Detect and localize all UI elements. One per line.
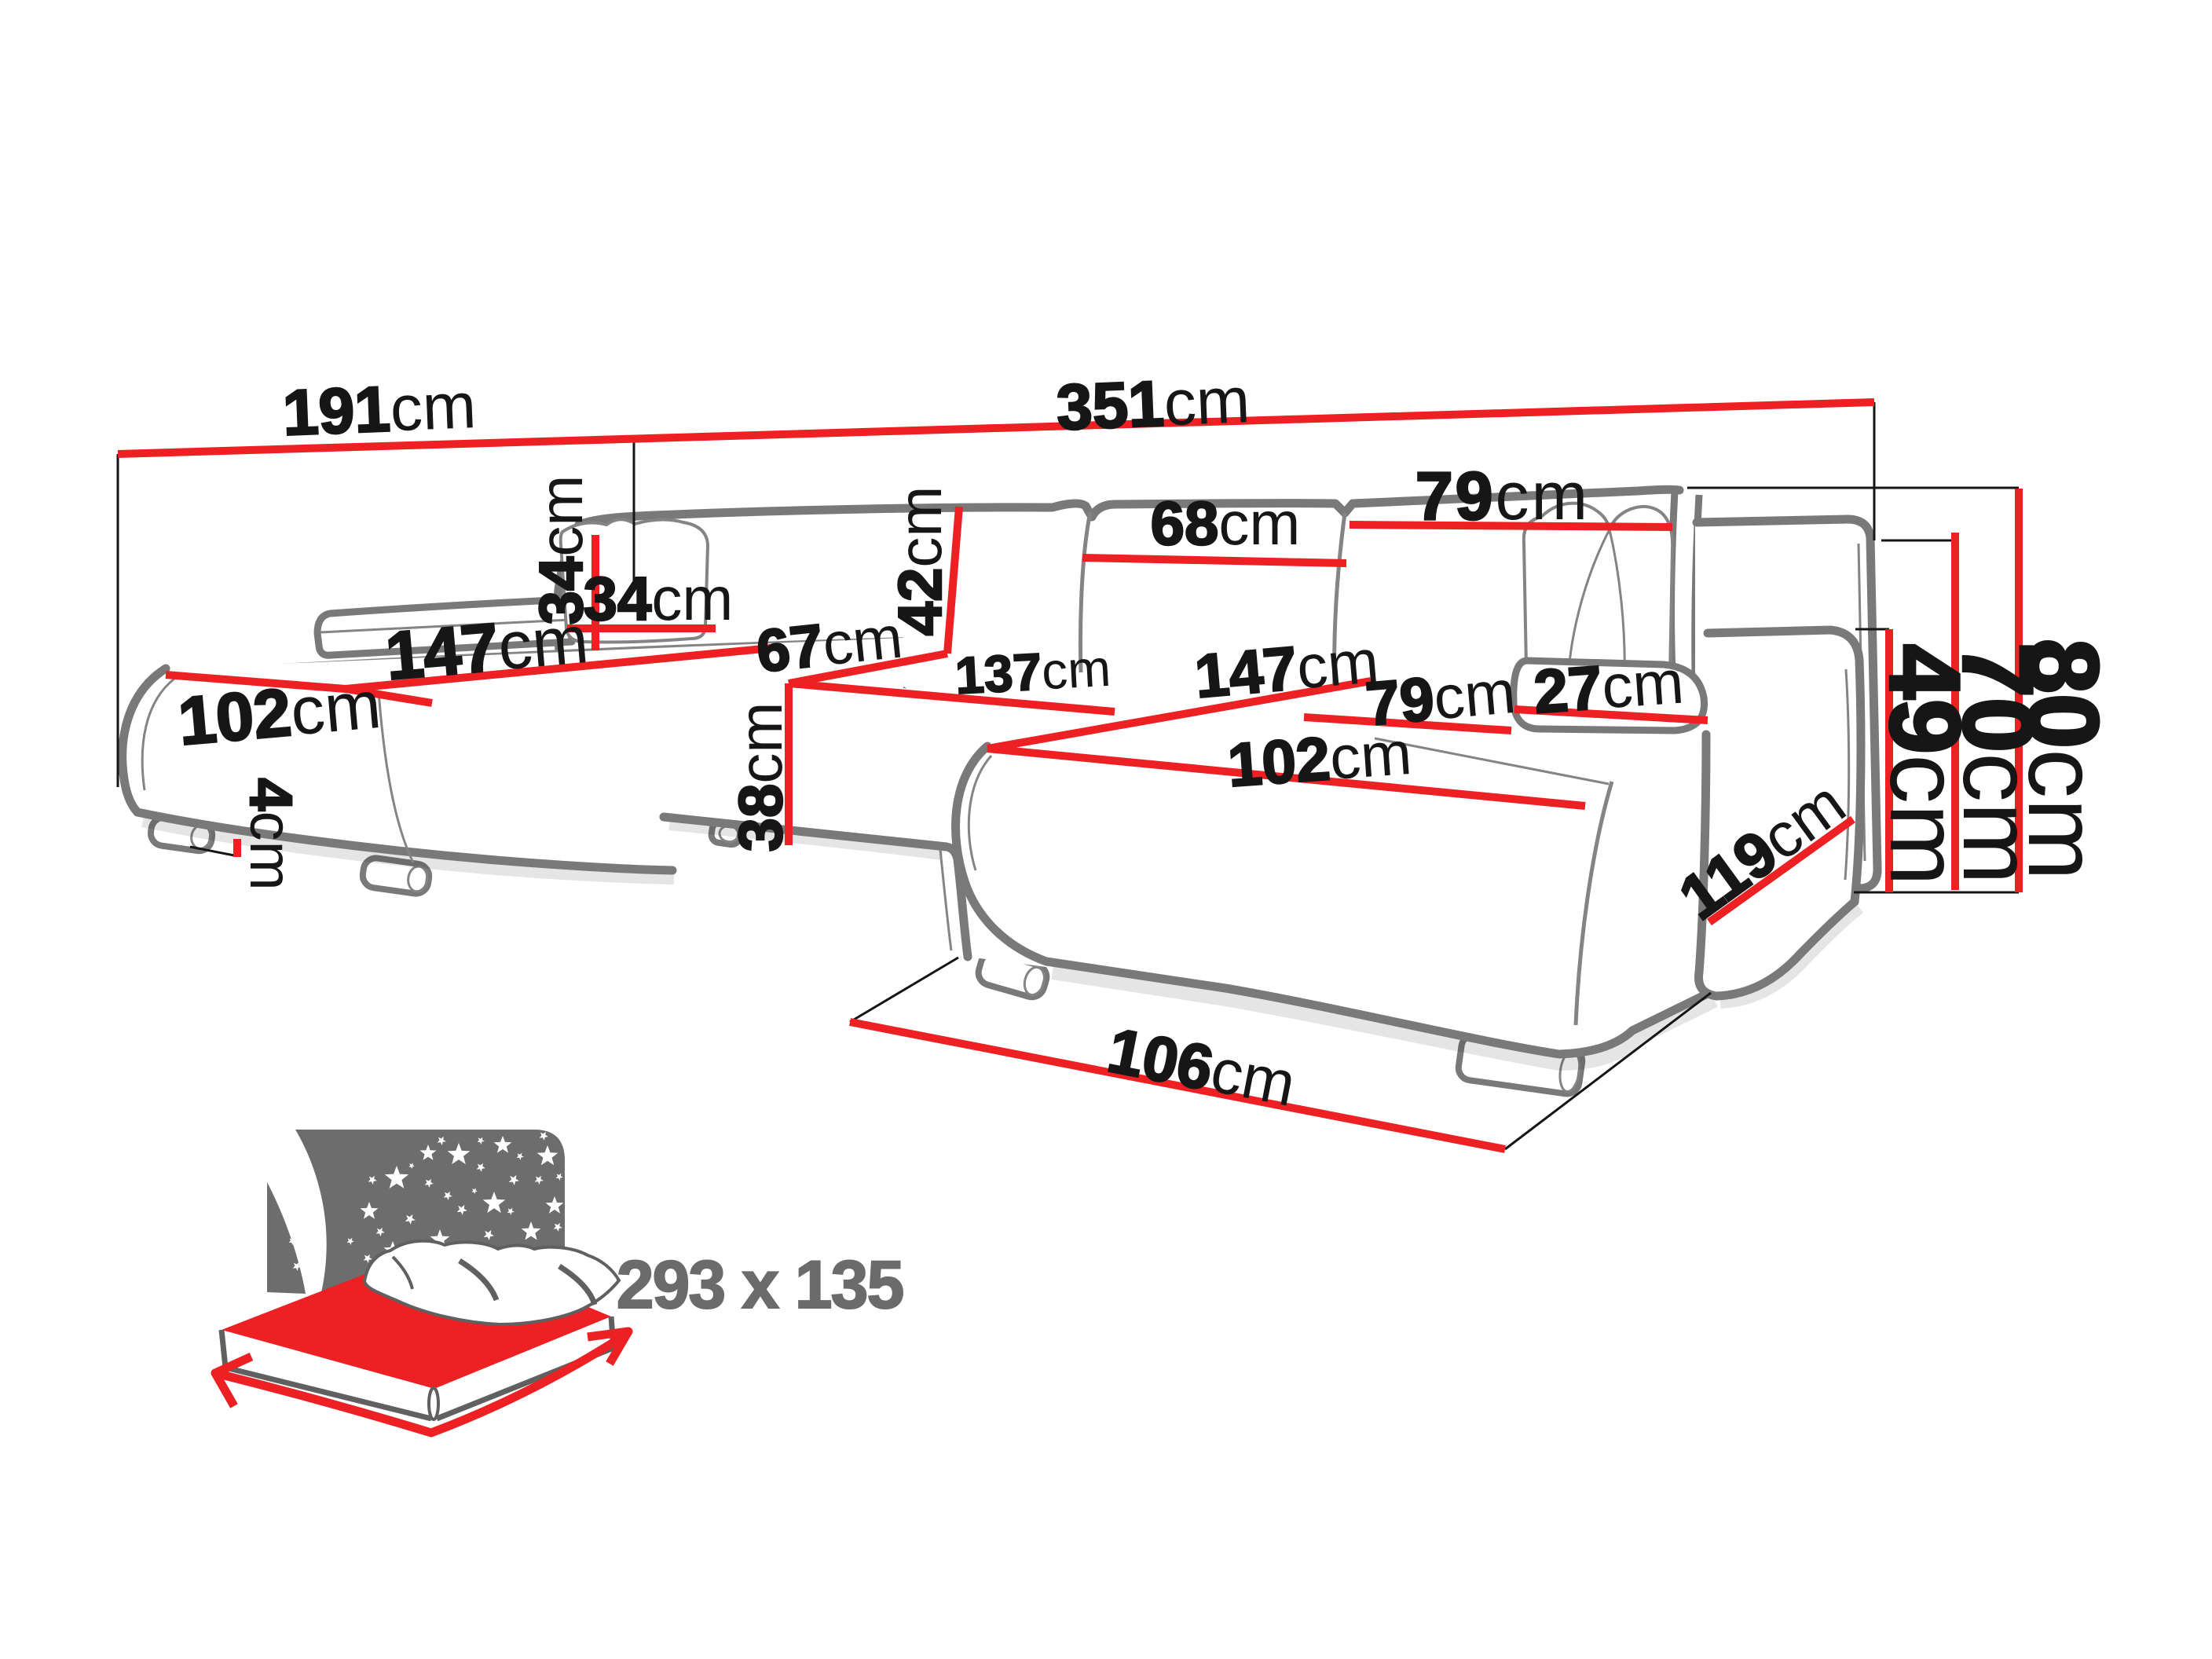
svg-text:70cm: 70cm (1943, 643, 2054, 884)
svg-text:351cm: 351cm (1055, 364, 1251, 444)
svg-text:137cm: 137cm (954, 639, 1112, 705)
svg-text:293 x 135: 293 x 135 (617, 1247, 903, 1323)
svg-text:34cm: 34cm (526, 475, 595, 625)
svg-text:79cm: 79cm (1363, 657, 1518, 738)
svg-text:102cm: 102cm (175, 667, 384, 760)
svg-text:79cm: 79cm (1415, 459, 1590, 534)
svg-text:34cm: 34cm (584, 564, 734, 633)
svg-text:102cm: 102cm (1225, 718, 1414, 800)
svg-text:80cm: 80cm (2009, 639, 2119, 881)
svg-text:68cm: 68cm (1151, 489, 1301, 558)
svg-text:67cm: 67cm (753, 603, 906, 685)
svg-text:42cm: 42cm (885, 486, 954, 636)
svg-text:4cm: 4cm (238, 778, 305, 891)
svg-text:49cm: 49cm (1870, 644, 1981, 886)
svg-text:147cm: 147cm (1192, 626, 1382, 711)
svg-text:38cm: 38cm (726, 702, 795, 852)
svg-text:191cm: 191cm (281, 370, 478, 449)
svg-text:27cm: 27cm (1532, 646, 1686, 726)
svg-text:147cm: 147cm (383, 602, 591, 694)
